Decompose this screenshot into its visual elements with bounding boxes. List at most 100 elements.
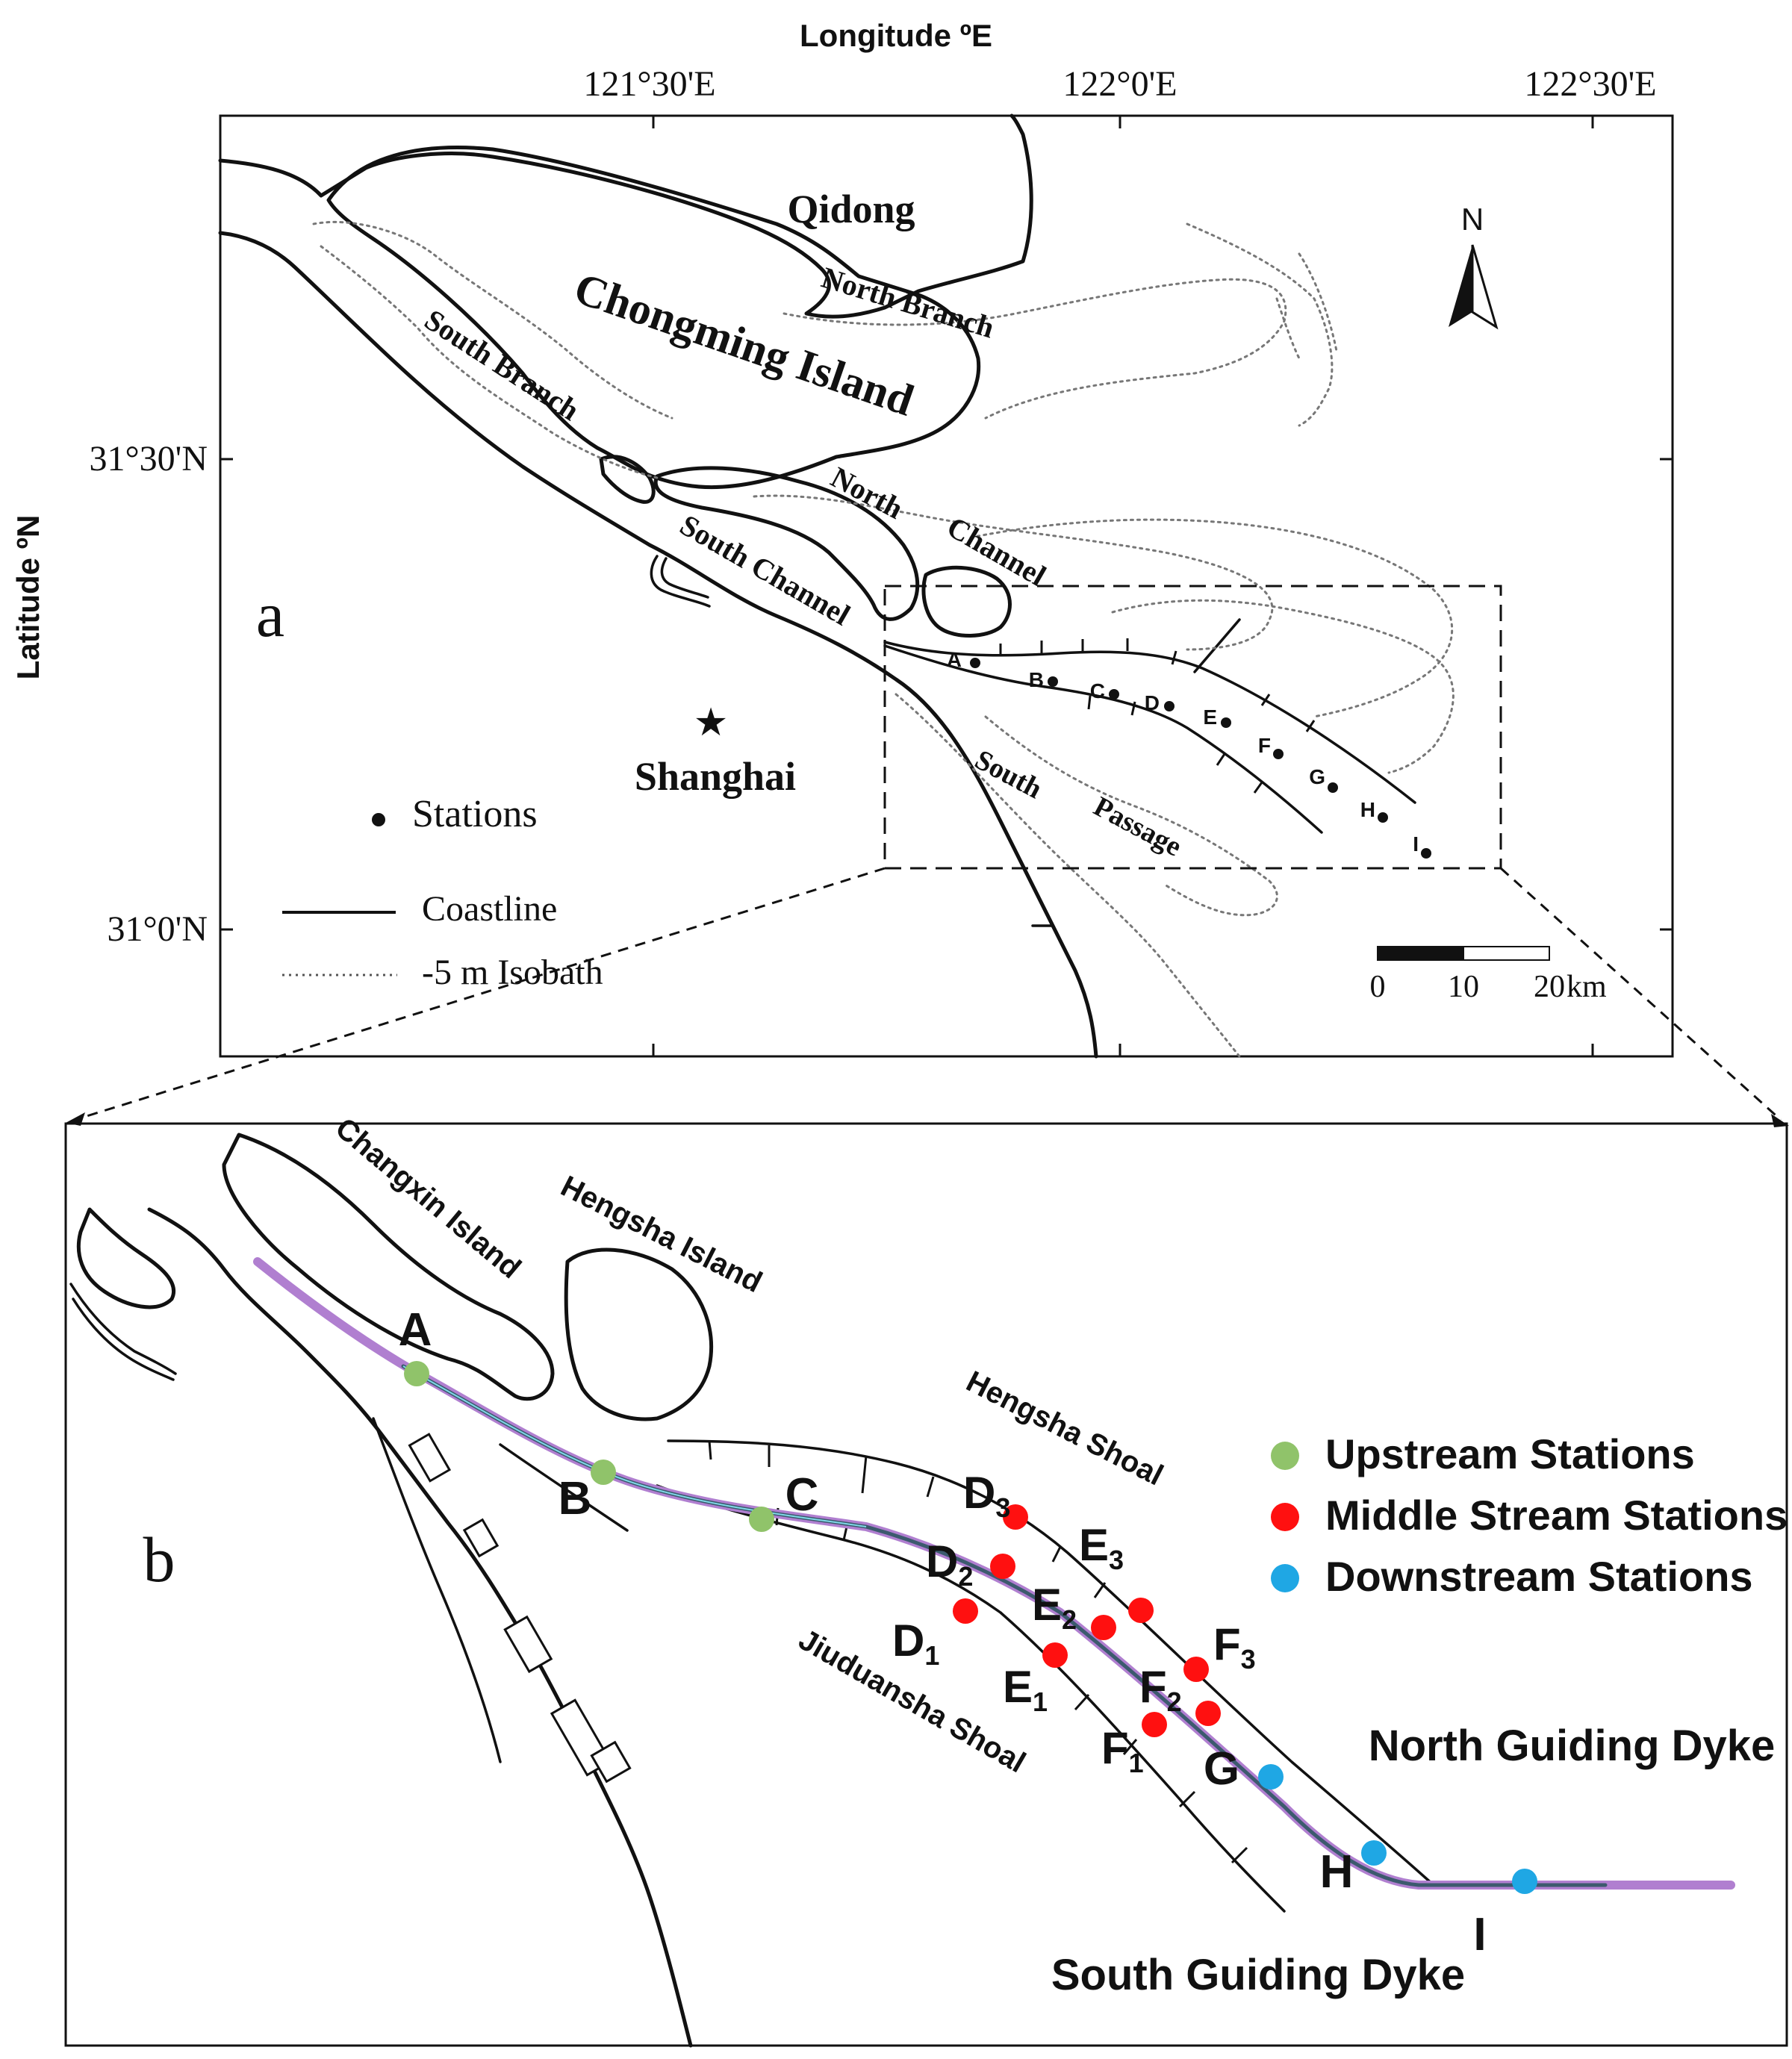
jetty (650, 555, 711, 608)
station-label: D (1145, 691, 1160, 714)
jetty-2 (660, 557, 709, 599)
changxing-island (653, 466, 920, 621)
lon-tick-label: 121°30'E (583, 64, 715, 104)
latitude-axis-title: Latitude ºN (10, 515, 46, 680)
station-label: E2 (1032, 1580, 1077, 1635)
south-channel-label: South Channel (674, 508, 856, 632)
station-label: E (1203, 705, 1217, 729)
deepwater-channel-cyan (402, 1365, 867, 1527)
north-arrow-icon: N (1449, 202, 1499, 330)
station-label: C (1090, 679, 1105, 703)
south-passage-label-2: Passage (1089, 791, 1187, 863)
north-guiding-dyke-a (883, 641, 1416, 804)
panel-b-map: Changxin Island Hengsha Island Hengsha S… (64, 1112, 1788, 2048)
isobath (1275, 297, 1301, 360)
scale-tick: 0 (1370, 970, 1386, 1004)
downstream-legend-marker (1271, 1564, 1299, 1592)
panel-b-frame (64, 1122, 1788, 2047)
changxing-island-b (222, 1133, 555, 1401)
panel-a-label: a (256, 579, 284, 650)
lat-tick-label: 31°0'N (107, 909, 208, 949)
isobath (984, 715, 1278, 917)
station-label: I (1473, 1909, 1486, 1960)
station-point (1048, 676, 1058, 687)
south-guiding-dyke-label: South Guiding Dyke (1051, 1951, 1465, 1999)
coastline-legend-label: Coastline (422, 889, 557, 929)
map-frame (219, 114, 1674, 1058)
middle-station-marker (1042, 1642, 1068, 1668)
station-point (1109, 689, 1119, 700)
south-guiding-dyke (656, 1484, 1286, 1913)
scale-unit: km (1567, 970, 1607, 1004)
station-label: F1 (1101, 1723, 1144, 1778)
changxin-island-label: Changxin Island (329, 1112, 527, 1285)
middle-station-marker (990, 1554, 1015, 1579)
west-coast-b (76, 1207, 176, 1309)
station-label: I (1413, 832, 1419, 856)
longitude-axis-title: Longitude ºE (800, 18, 992, 53)
jetty-b-2 (72, 1298, 175, 1381)
isobath (783, 278, 1287, 420)
hengsha-island (921, 565, 1012, 638)
north-bank-coastline (218, 113, 1033, 319)
station-label: G (1309, 765, 1325, 788)
station-label: F (1258, 734, 1271, 757)
station-point (1378, 812, 1388, 823)
station-point (1421, 848, 1431, 859)
station-point (1164, 701, 1175, 711)
zoom-region-box (883, 585, 1502, 870)
station-label: B (559, 1473, 592, 1524)
station-point (1328, 782, 1338, 793)
lon-tick-label: 122°30'E (1524, 64, 1656, 104)
stations-b: A B C D3 D2 D1 E3 E2 E1 F3 F2 F1 G H I (399, 1304, 1537, 1960)
station-label: H (1360, 798, 1375, 821)
scale-bar: 0 10 20 km (1370, 946, 1607, 1004)
south-branch-label: South Branch (419, 302, 585, 427)
station-label: B (1029, 668, 1044, 691)
zoom-connector-left (74, 867, 886, 1121)
south-bank-inner (372, 1417, 502, 1763)
lon-tick-label: 122°0'E (1063, 64, 1177, 104)
isobath-legend-label: -5 m Isobath (422, 953, 603, 992)
upstream-station-marker (404, 1361, 429, 1386)
middle-station-marker (1091, 1615, 1116, 1640)
downstream-station-marker (1258, 1764, 1284, 1789)
station-label: H (1320, 1846, 1354, 1898)
small-island (599, 455, 656, 504)
south-bank-coastline (218, 231, 1098, 1059)
middle-station-marker (1195, 1701, 1221, 1726)
station-label: A (947, 648, 962, 671)
legend-a: Stations Coastline -5 m Isobath (282, 793, 603, 992)
panel-a-map: Longitude ºE Latitude ºN 121°30'E 122°0'… (10, 18, 1674, 1059)
isobath (1186, 222, 1334, 427)
station-label: A (399, 1304, 432, 1356)
south-guiding-dyke-a (883, 644, 1323, 834)
long-groin-b (499, 1443, 629, 1532)
middle-legend-marker (1271, 1503, 1299, 1531)
qidong-label: Qidong (787, 187, 915, 231)
hengsha-island-b (564, 1247, 714, 1421)
downstream-legend-label: Downstream Stations (1325, 1553, 1753, 1600)
upstream-legend-label: Upstream Stations (1325, 1430, 1695, 1477)
south-bank-coastline-b (147, 1207, 693, 2048)
panel-b-label: b (143, 1524, 175, 1595)
north-guiding-dyke (667, 1439, 1435, 1887)
south-passage-label-1: South (970, 744, 1048, 806)
middle-station-marker (1003, 1504, 1028, 1530)
north-label: N (1461, 202, 1484, 237)
north-channel-label-1: North (826, 460, 909, 526)
upstream-station-marker (749, 1507, 774, 1532)
zoom-connector-right (1499, 867, 1782, 1121)
breakwater-blocks (408, 1433, 632, 1784)
downstream-station-marker (1512, 1869, 1537, 1894)
shanghai-star-icon: ★ (694, 702, 729, 744)
station-point (1273, 749, 1284, 759)
middle-station-marker (1142, 1712, 1167, 1737)
station-label: E1 (1003, 1662, 1048, 1717)
groins-a (999, 638, 1316, 794)
station-label: D3 (963, 1468, 1010, 1523)
north-guiding-dyke-label: North Guiding Dyke (1369, 1722, 1776, 1770)
station-label: E3 (1079, 1520, 1124, 1575)
middle-station-marker (1128, 1598, 1154, 1623)
stations-legend-icon (372, 813, 385, 826)
